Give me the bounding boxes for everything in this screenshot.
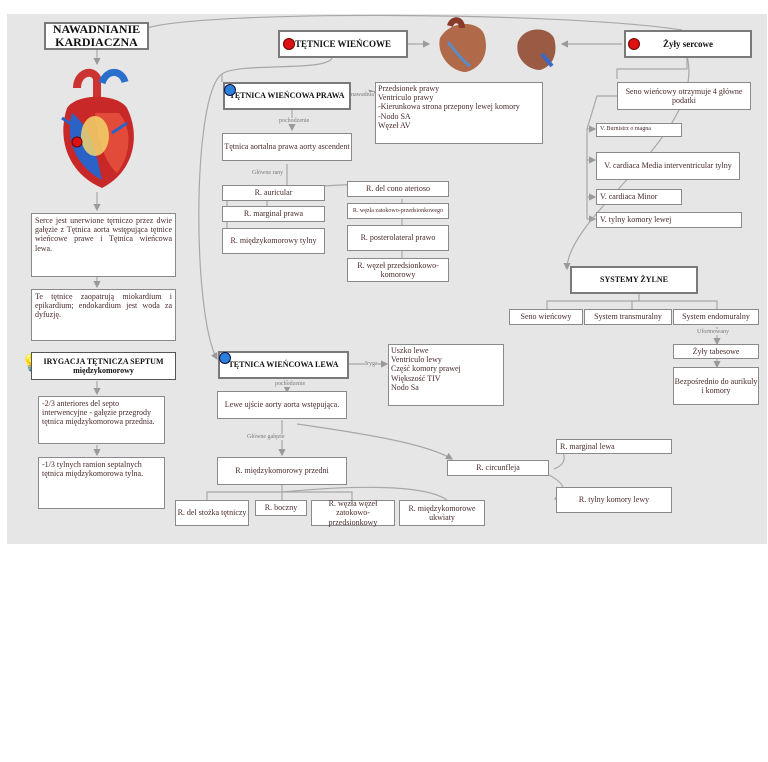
circumflex-marginal: R. marginal lewa (556, 439, 672, 454)
thebesian-veins: Żyły tabesowe (673, 344, 759, 359)
supplies-label: nawadnia (351, 92, 374, 98)
formed-label: Uformowany (697, 329, 729, 335)
right-branch-marginal: R. marginal prawa (222, 206, 325, 222)
supply-item: Większość TIV (391, 373, 441, 383)
right-artery-supplies: Przedsionek prawy Ventriculo prawy -Kier… (375, 82, 543, 144)
septum-text-1: -2/3 anteriores del septo interwencyjne … (38, 396, 165, 444)
supply-item: Uszko lewe (391, 346, 429, 355)
coronary-sinus-text: Seno wieńcowy otrzymuje 4 główne podatki (617, 82, 751, 110)
septum-title: IRYGACJA TĘTNICZA SEPTUM międzykomorowy (31, 352, 176, 380)
circumflex-posterior: R. tylny komory lewy (556, 487, 672, 513)
left-branch-sa-node: R. węzła węzeł zatokowo-przedsionkowy (311, 499, 395, 527)
left-branch-septal: R. międzykomorowe ukwiaty (399, 500, 485, 526)
vein-item-posterior: V. tylny komory lewej (596, 212, 742, 228)
supply-item: Część komory prawej (391, 364, 461, 374)
heart-anatomy-image-2 (517, 29, 556, 71)
thebesian-detail: Bezpośrednio do aurikuly i komory (673, 367, 759, 405)
diagram-canvas: NAWADNIANIE KARDIACZNA Serce jest unerwi… (7, 14, 767, 544)
blue-marker-icon (219, 352, 231, 364)
heart-illustration (61, 68, 134, 188)
supply-item: Nodo Sa (391, 382, 419, 392)
supply-item: -Kierunkowa strona przepony lewej komory (378, 102, 520, 112)
left-artery-supplies: Uszko lewe Ventriculo lewy Część komory … (388, 344, 504, 406)
supply-item: Ventriculo prawy (378, 93, 434, 103)
heart-text-2: Te tętnice zaopatrują miokardium i epika… (31, 289, 176, 341)
coronary-arteries-node: TĘTNICE WIEŃCOWE (278, 30, 408, 58)
right-branch-sa-node: R. węzła zatokowo-przedsionkowego (347, 203, 449, 219)
septum-text-2: -1/3 tylnych ramion septalnych tętnica m… (38, 457, 165, 509)
venous-system-endomural: System endomuralny (673, 309, 759, 325)
vein-item-media: V. cardiaca Media interventricular tylny (596, 152, 740, 180)
vein-item-minor: V. cardiaca Minor (596, 189, 682, 205)
red-marker-icon (628, 38, 640, 50)
left-branch-conus: R. del stożka tętniczy (175, 500, 249, 526)
vein-item-magna: V. Burnistrz o magna (596, 123, 682, 137)
left-coronary-artery: TĘTNICA WIEŃCOWA LEWA (218, 351, 349, 379)
venous-system-sinus: Seno wieńcowy (509, 309, 583, 325)
supply-item: -Nodo SA (378, 111, 411, 121)
supply-item: Węzeł AV (378, 120, 411, 130)
right-coronary-artery: TĘTNICA WIEŃCOWA PRAWA (223, 82, 351, 110)
heart-text-1: Serce jest unerwione tęrniczo przez dwie… (31, 213, 176, 277)
venous-system-transmural: System transmuralny (584, 309, 672, 325)
right-branch-cono: R. del cono aterioso (347, 181, 449, 197)
blue-marker-icon (224, 84, 236, 96)
circumflex-branch: R. circunfleja (447, 460, 549, 476)
page-title: NAWADNIANIE KARDIACZNA (44, 22, 149, 50)
right-origin: Tętnica aortalna prawa aorty ascendent (222, 133, 352, 161)
main-branches-label: Główne rany (252, 170, 284, 176)
left-origin: Lewe ujście aorty aorta wstępująca. (217, 391, 347, 419)
irrigates-label: Iryga (365, 361, 378, 367)
left-anterior-interventricular: R. międzykomorowy przedni (217, 457, 347, 485)
right-branch-interventricular: R. międzykomorowy tylny (222, 228, 325, 254)
red-marker-icon (283, 38, 295, 50)
main-branches-label: Główne gałęzie (247, 434, 285, 440)
right-branch-av-node: R. węzeł przedsionkowo-komorowy (347, 258, 449, 282)
supply-item: Ventriculo lewy (391, 355, 442, 365)
origin-label: pochodzenie (279, 118, 310, 124)
left-branch-lateral: R. boczny (255, 500, 307, 516)
right-branch-auricular: R. auricular (222, 185, 325, 201)
right-branch-posterolateral: R. posterolateral prawo (347, 225, 449, 251)
heart-anatomy-image-1 (439, 17, 486, 72)
supply-item: Przedsionek prawy (378, 84, 440, 93)
venous-systems-node: SYSTEMY ŻYLNE (570, 266, 698, 294)
heart-veins-node: Żyły sercowe (624, 30, 752, 58)
origin-label: pochodzenie (275, 381, 306, 387)
